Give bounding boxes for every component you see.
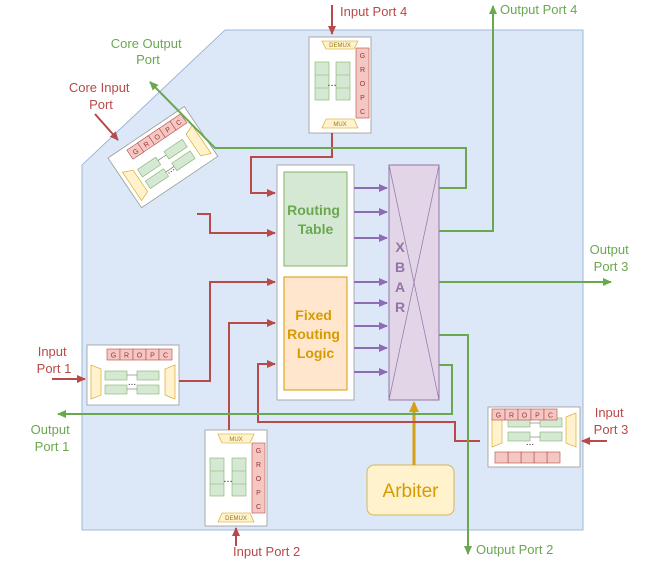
- xbar-block: X B A R: [388, 164, 440, 401]
- arbiter-label: Arbiter: [383, 481, 440, 502]
- flag-c: C: [256, 504, 261, 511]
- flag-p: P: [256, 490, 261, 497]
- flag-r: R: [143, 141, 151, 150]
- xbar-letter-x: X: [395, 239, 405, 255]
- flag-c: C: [360, 109, 365, 116]
- output-port-1-label: Output Port 1: [31, 422, 74, 454]
- core-input-unit: G R O P C ...: [107, 106, 219, 209]
- input-port-4-unit: DEMUX ... MUX G R O P C: [308, 36, 372, 134]
- input-port-2-label: Input Port 2: [233, 544, 300, 559]
- unit1-ellipsis: ...: [128, 377, 136, 388]
- unit4-mux-label: MUX: [333, 122, 346, 128]
- flag-p: P: [360, 95, 365, 102]
- input-port-3-label: Input Port 3: [594, 405, 629, 437]
- input-port-3-flags: G R O P C ...: [491, 408, 558, 448]
- flag-p: P: [150, 353, 155, 360]
- unit4-demux-label: DEMUX: [329, 43, 351, 49]
- input-port-4-label: Input Port 4: [340, 4, 407, 19]
- flag-g: G: [111, 353, 116, 360]
- flag-p: P: [165, 126, 173, 135]
- input-arrows: [52, 5, 607, 546]
- output-port-3-label: Output Port 3: [590, 242, 633, 274]
- flag-r: R: [509, 413, 514, 420]
- flag-c: C: [175, 119, 183, 128]
- input-port-1-unit: G R O P C ...: [86, 344, 180, 406]
- input-port-1-label: Input Port 1: [37, 344, 72, 376]
- core-output-port-label: Core Output Port: [111, 36, 185, 67]
- xbar-letter-a: A: [395, 279, 405, 295]
- flag-o: O: [137, 353, 143, 360]
- unit2-demux-label: DEMUX: [225, 516, 247, 522]
- fixed-routing-logic-label: Fixed Routing Logic: [287, 307, 344, 361]
- internal-arrows: [354, 184, 388, 376]
- flag-g: G: [132, 148, 140, 157]
- routing-table-block: [283, 171, 348, 267]
- flag-r: R: [256, 462, 261, 469]
- output-port-4-label: Output Port 4: [500, 2, 577, 17]
- output-port-2-label: Output Port 2: [476, 542, 553, 557]
- unit2-mux-label: MUX: [229, 437, 242, 443]
- unit4-ellipsis: ...: [327, 77, 336, 89]
- flag-g: G: [496, 413, 501, 420]
- flag-o: O: [153, 133, 162, 142]
- flag-o: O: [256, 476, 262, 483]
- xbar-letter-b: B: [395, 259, 405, 275]
- flag-o: O: [360, 81, 366, 88]
- flag-r: R: [360, 67, 365, 74]
- flag-g: G: [360, 53, 365, 60]
- unit3-ellipsis: ...: [526, 437, 534, 448]
- flag-c: C: [548, 413, 553, 420]
- flag-g: G: [256, 448, 261, 455]
- fixed-routing-logic-block: [283, 276, 348, 391]
- flag-p: P: [535, 413, 540, 420]
- xbar-letter-r: R: [395, 299, 405, 315]
- routing-table-label: Routing Table: [287, 202, 344, 237]
- input-port-2-unit: MUX ... DEMUX G R O P C: [204, 429, 268, 527]
- flag-r: R: [124, 353, 129, 360]
- unit2-ellipsis: ...: [223, 473, 232, 485]
- flag-o: O: [522, 413, 528, 420]
- output-arrows: [57, 5, 612, 555]
- arbiter-block: [366, 464, 455, 516]
- flag-c: C: [163, 353, 168, 360]
- core-input-port-label: Core Input Port: [69, 80, 133, 112]
